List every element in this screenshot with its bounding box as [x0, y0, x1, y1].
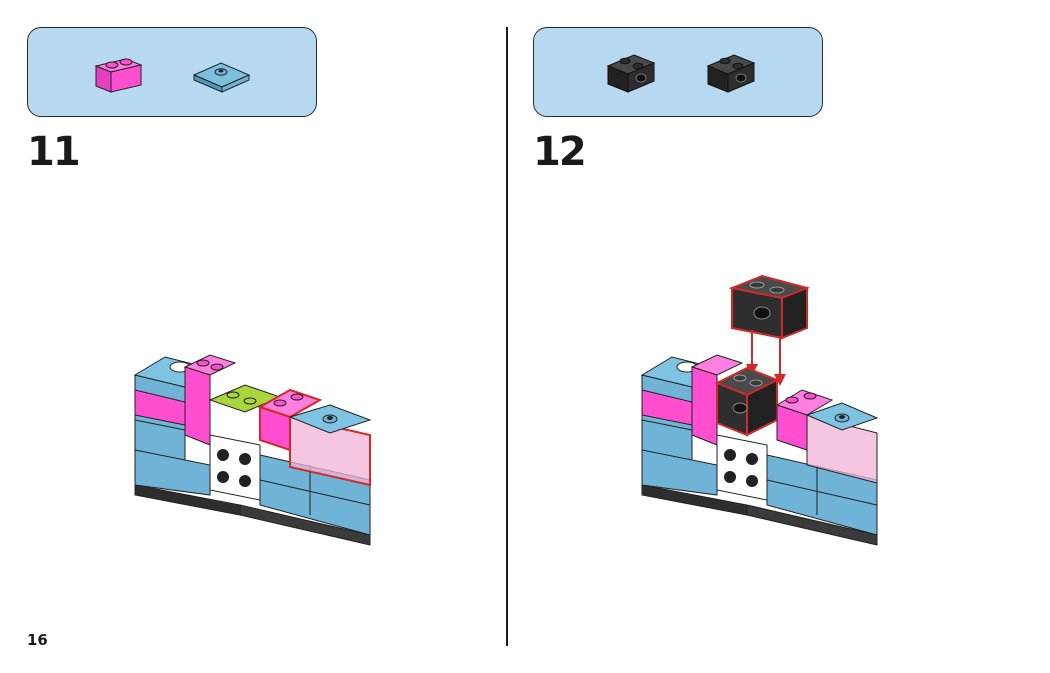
pink-2x1-brick-icon — [94, 58, 143, 93]
parts-callout-step-11 — [27, 27, 317, 117]
step-number-11: 11 — [27, 129, 81, 175]
blue-2x2-jumper-plate-icon — [192, 62, 251, 93]
parts-callout-step-12 — [533, 27, 823, 117]
step-12-model — [640, 274, 879, 546]
black-technic-brick-icon — [606, 54, 656, 93]
step-11-model — [133, 354, 372, 546]
page-divider — [506, 27, 508, 646]
step-number-12: 12 — [533, 129, 587, 175]
page-number: 16 — [27, 631, 48, 649]
black-technic-brick-icon — [706, 54, 756, 93]
